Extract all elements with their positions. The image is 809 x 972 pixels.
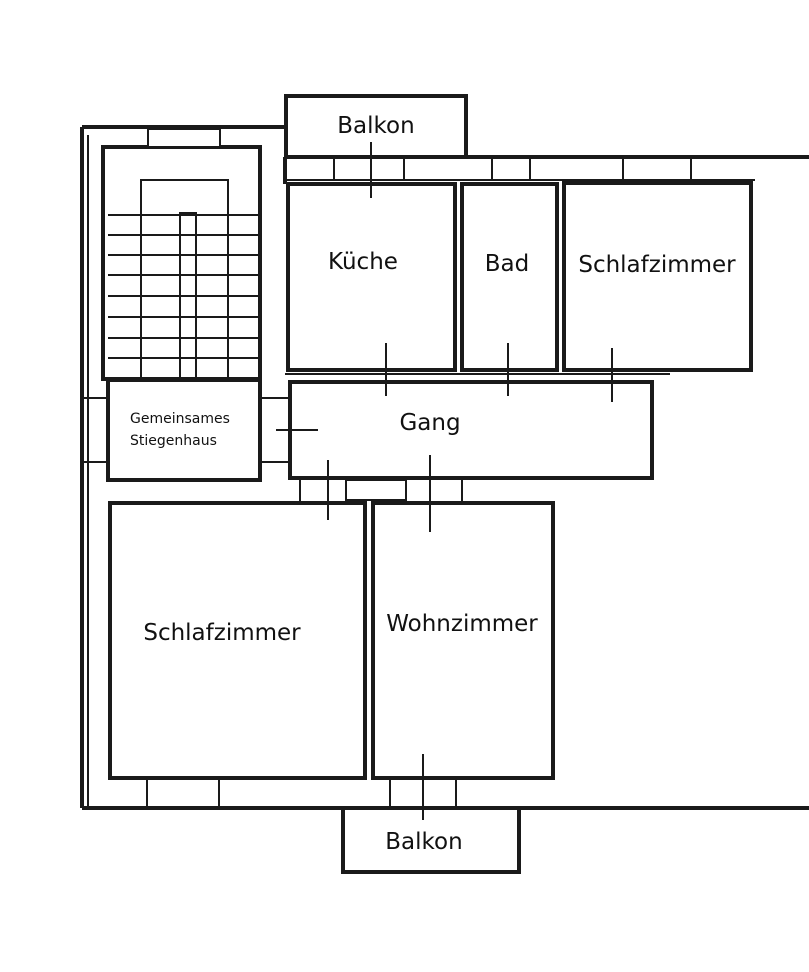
hall-lower-connection [299, 478, 463, 503]
top-wall-band [283, 157, 755, 184]
label-gang: Gang [399, 410, 460, 436]
label-bad: Bad [485, 251, 529, 277]
staircase [101, 128, 262, 381]
label-stiegenhaus-line2: Stiegenhaus [130, 433, 217, 449]
label-schlafzimmer-left: Schlafzimmer [143, 620, 301, 646]
stairwell-room [106, 378, 262, 482]
outer-walls [80, 125, 809, 810]
stair-steps [108, 214, 258, 378]
room-kueche [286, 182, 457, 372]
left-openings [82, 397, 290, 463]
label-balkon-top: Balkon [337, 113, 414, 139]
label-wohnzimmer: Wohnzimmer [386, 611, 538, 637]
label-balkon-bottom: Balkon [385, 829, 462, 855]
room-wohnzimmer [371, 501, 555, 780]
bottom-openings [146, 778, 457, 808]
label-schlafzimmer-right: Schlafzimmer [578, 252, 736, 278]
room-schlafzimmer-right [562, 181, 753, 372]
label-kueche: Küche [328, 249, 398, 275]
door-markers [276, 142, 613, 820]
room-gang [288, 380, 654, 480]
room-schlafzimmer-left [108, 501, 367, 780]
label-stiegenhaus-line1: Gemeinsames [130, 411, 230, 427]
room-bad [460, 182, 559, 372]
balcony-bottom [341, 806, 521, 874]
